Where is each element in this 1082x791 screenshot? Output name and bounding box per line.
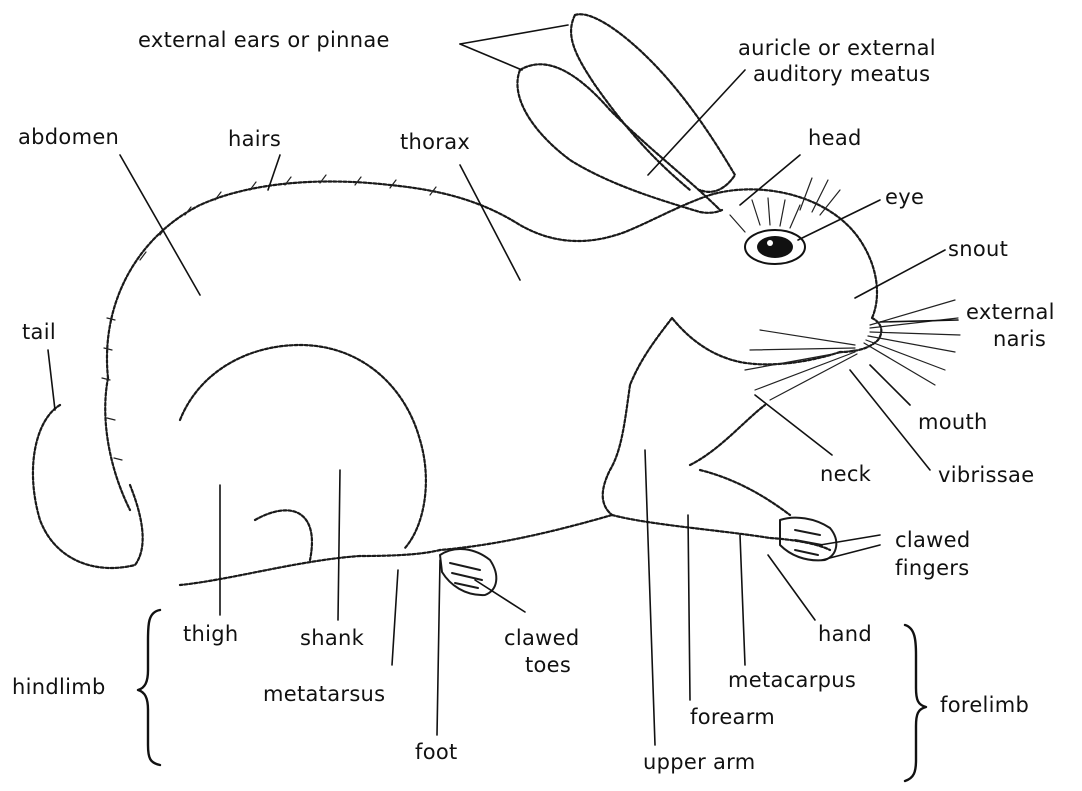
label-vibrissae: vibrissae <box>938 463 1034 487</box>
forelimb-brace <box>905 625 926 781</box>
rabbit-whiskers <box>745 300 960 400</box>
label-external-naris-line1: external <box>966 300 1055 324</box>
label-mouth: mouth <box>918 410 988 434</box>
rabbit-eye <box>730 178 840 264</box>
label-hindlimb: hindlimb <box>12 675 106 699</box>
label-thigh: thigh <box>183 622 239 646</box>
label-auricle-line1: auricle or external <box>738 36 936 60</box>
label-clawed-fingers-line2: fingers <box>895 556 969 580</box>
rabbit-fur-texture <box>102 175 436 460</box>
label-metacarpus: metacarpus <box>728 668 856 692</box>
label-forelimb: forelimb <box>940 693 1029 717</box>
label-hairs: hairs <box>228 127 281 151</box>
label-forearm: forearm <box>690 705 775 729</box>
label-clawed-fingers-line1: clawed <box>895 528 970 552</box>
label-eye: eye <box>885 185 924 209</box>
rabbit-body-outline <box>33 182 881 585</box>
label-upper-arm: upper arm <box>643 750 756 774</box>
hindlimb-brace <box>138 610 160 765</box>
label-shank: shank <box>300 626 364 650</box>
label-hand: hand <box>818 622 872 646</box>
label-thorax: thorax <box>400 130 470 154</box>
label-neck: neck <box>820 462 871 486</box>
label-foot: foot <box>415 740 458 764</box>
label-abdomen: abdomen <box>18 125 119 149</box>
label-snout: snout <box>948 237 1008 261</box>
label-head: head <box>808 126 862 150</box>
label-clawed-toes-line1: clawed <box>504 626 579 650</box>
label-external-ears: external ears or pinnae <box>138 28 390 52</box>
label-metatarsus: metatarsus <box>263 682 385 706</box>
label-clawed-toes-line2: toes <box>525 653 571 677</box>
label-tail: tail <box>22 320 56 344</box>
rabbit-ears <box>517 14 735 213</box>
label-external-naris-line2: naris <box>993 327 1046 351</box>
label-auricle-line2: auditory meatus <box>753 62 930 86</box>
